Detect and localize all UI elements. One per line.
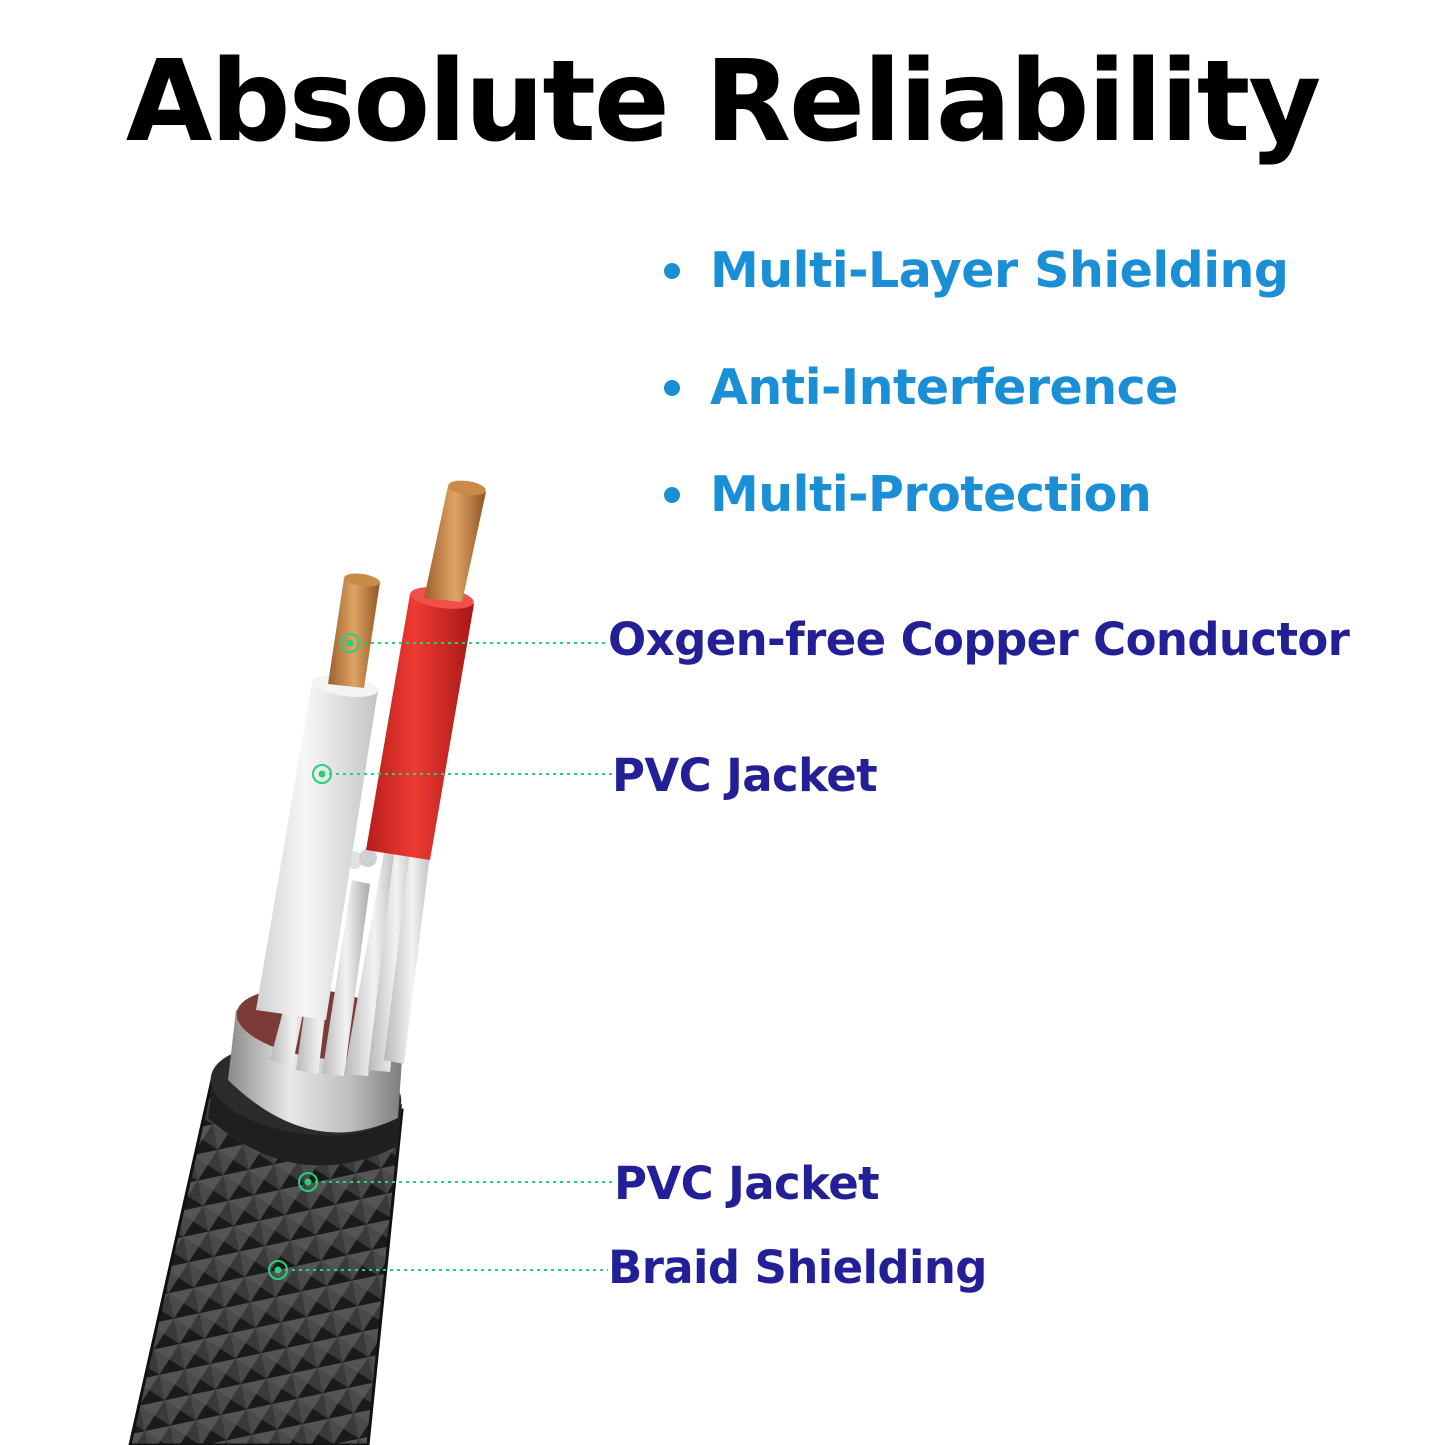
target-dot-icon — [312, 764, 332, 784]
feature-label: Multi-Protection — [710, 466, 1152, 523]
bullet-dot-icon — [664, 262, 680, 279]
page-title: Absolute Reliability — [125, 37, 1322, 167]
white-insulated-conductor — [256, 573, 380, 1020]
bullet-dot-icon — [664, 379, 680, 396]
feature-label: Anti-Interference — [710, 359, 1178, 416]
feature-item-multi-protection: Multi-Protection — [664, 466, 1152, 523]
target-dot-icon — [340, 633, 360, 653]
callout-copper-conductor: Oxgen-free Copper Conductor — [608, 613, 1350, 666]
callout-leaders — [268, 633, 614, 1280]
bullet-dot-icon — [664, 486, 680, 503]
target-dot-icon — [298, 1172, 318, 1192]
feature-item-anti-interference: Anti-Interference — [664, 363, 1178, 412]
red-insulated-conductor — [366, 480, 486, 860]
callout-outer-pvc-jacket: PVC Jacket — [614, 1157, 880, 1210]
callout-inner-pvc-jacket: PVC Jacket — [612, 749, 878, 802]
target-dot-icon — [268, 1260, 288, 1280]
feature-item-multi-layer-shielding: Multi-Layer Shielding — [664, 246, 1289, 295]
feature-label: Multi-Layer Shielding — [710, 242, 1289, 299]
callout-braid-shielding: Braid Shielding — [608, 1241, 987, 1294]
